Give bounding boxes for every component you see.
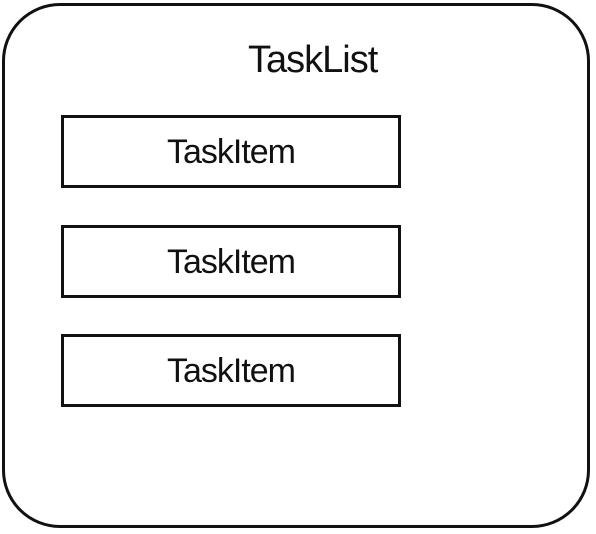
tasklist-title: TaskList bbox=[248, 39, 378, 81]
tasklist-container: TaskList TaskItem TaskItem TaskItem bbox=[2, 3, 590, 528]
taskitem-label-2: TaskItem bbox=[166, 242, 296, 281]
taskitem-box-3: TaskItem bbox=[61, 334, 401, 407]
taskitem-label-3: TaskItem bbox=[166, 351, 296, 390]
taskitem-label-1: TaskItem bbox=[166, 132, 296, 171]
taskitem-box-1: TaskItem bbox=[61, 115, 401, 188]
taskitem-box-2: TaskItem bbox=[61, 225, 401, 298]
